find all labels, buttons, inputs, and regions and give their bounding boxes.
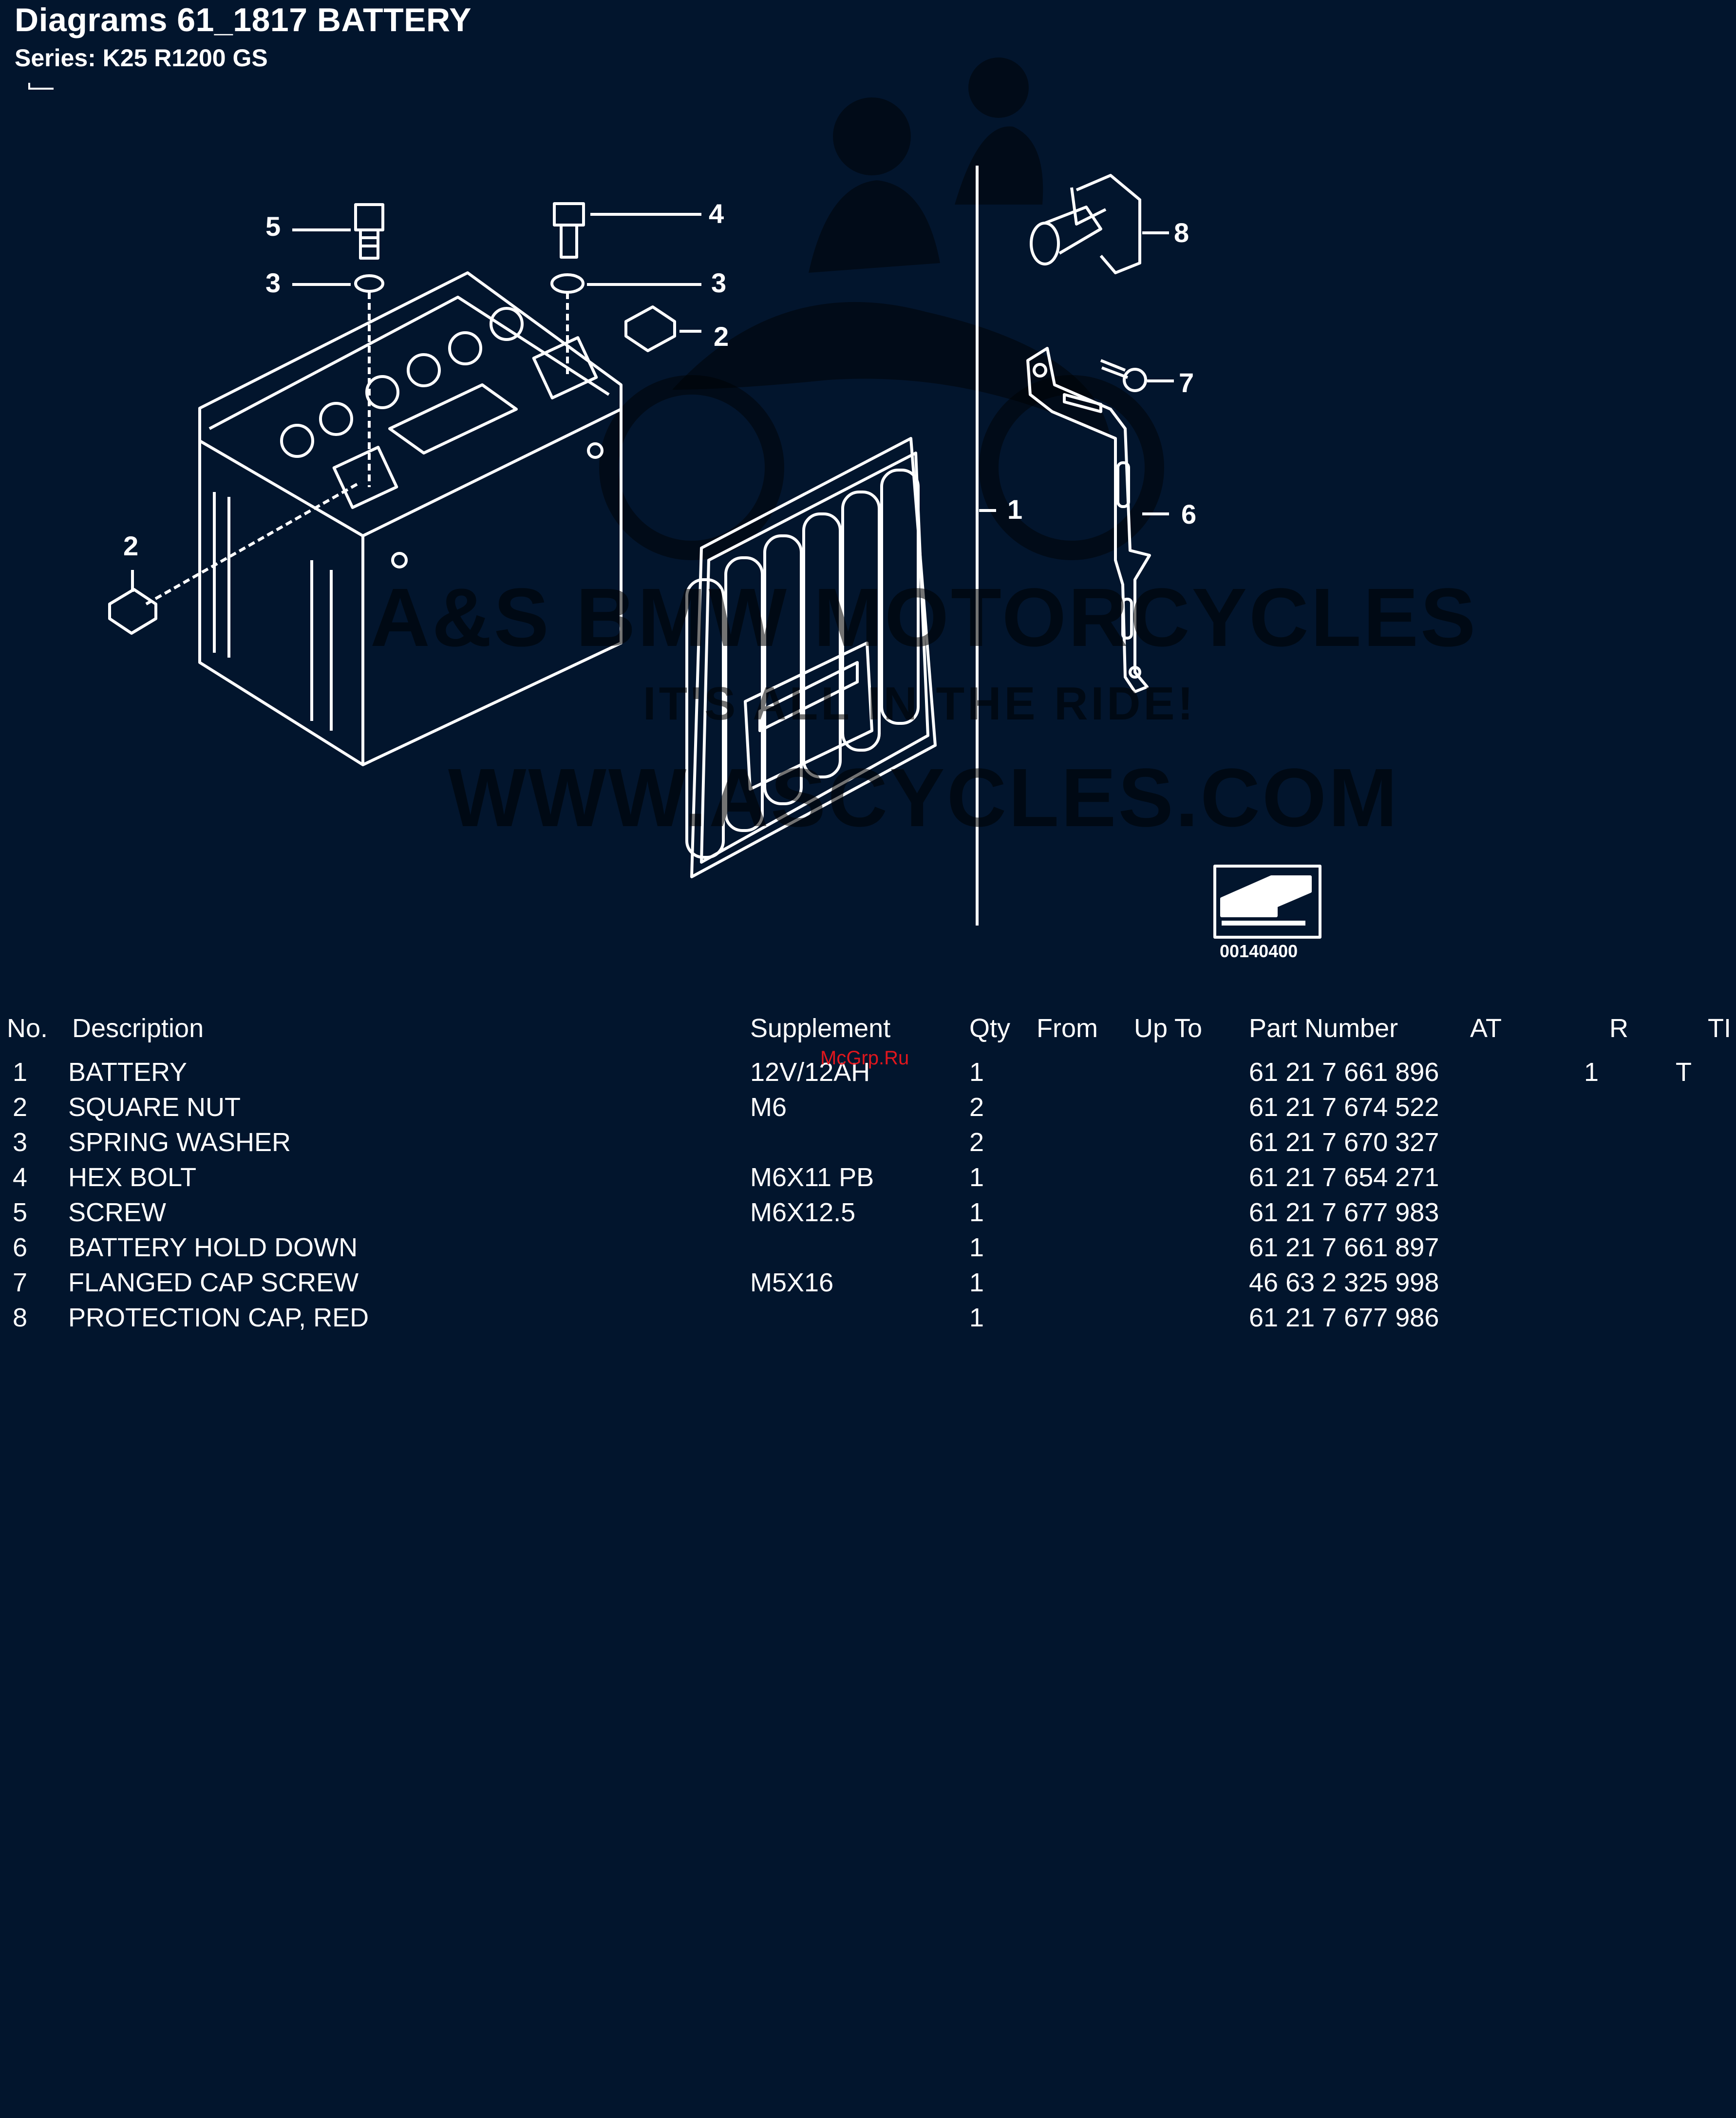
callout-4: 4	[709, 198, 724, 229]
watermark-logo	[599, 57, 1164, 560]
overlay-credit: McGrp.Ru	[820, 1047, 909, 1069]
line-art	[108, 166, 1321, 939]
row-no: 7	[13, 1268, 28, 1297]
callout-2-right: 2	[714, 321, 729, 352]
callout-7: 7	[1179, 367, 1194, 398]
battery-hold-down-6	[1026, 347, 1169, 693]
row-no: 4	[13, 1163, 28, 1192]
col-up-to: Up To	[1134, 1014, 1203, 1043]
row-part-number: 61 21 7 670 327	[1249, 1128, 1439, 1157]
col-at: AT	[1470, 1014, 1502, 1043]
row-no: 3	[13, 1128, 28, 1157]
callout-8: 8	[1174, 217, 1189, 248]
row-qty: 1	[969, 1198, 984, 1227]
series-label: Series: K25 R1200 GS	[15, 44, 268, 72]
row-part-number: 61 21 7 677 983	[1249, 1198, 1439, 1227]
washer-3-right	[550, 273, 585, 294]
square-nut-2-left	[108, 588, 157, 635]
row-supplement: M6	[750, 1093, 787, 1122]
row-supplement: M6X12.5	[750, 1198, 856, 1227]
callout-3-left: 3	[265, 267, 281, 298]
screw-5	[354, 203, 384, 260]
image-code: 00140400	[1220, 941, 1298, 961]
col-part-number: Part Number	[1249, 1014, 1398, 1043]
table-row[interactable]: 2 SQUARE NUT M6 2 61 21 7 674 522	[0, 1092, 1736, 1127]
diagram-drawing: 5 3 4 3 2 2 8 7 1 6	[108, 57, 1321, 939]
row-description: BATTERY HOLD DOWN	[68, 1233, 358, 1262]
table-row[interactable]: 1 BATTERY 12V/12AH 1 61 21 7 661 896 1 T	[0, 1057, 1736, 1092]
row-part-number: 46 63 2 325 998	[1249, 1268, 1439, 1297]
hex-bolt-4	[553, 202, 585, 259]
flanged-cap-screw-7	[1100, 359, 1174, 392]
col-no: No.	[7, 1014, 48, 1043]
row-part-number: 61 21 7 661 896	[1249, 1058, 1439, 1087]
callout-3-right: 3	[711, 267, 726, 298]
table-row[interactable]: 3 SPRING WASHER 2 61 21 7 670 327	[0, 1127, 1736, 1162]
table-row[interactable]: 4 HEX BOLT M6X11 PB 1 61 21 7 654 271	[0, 1162, 1736, 1197]
col-description: Description	[72, 1014, 204, 1043]
row-qty: 2	[969, 1128, 984, 1157]
row-no: 8	[13, 1303, 28, 1332]
battery	[198, 271, 623, 766]
col-from: From	[1037, 1014, 1098, 1043]
row-description: SPRING WASHER	[68, 1128, 291, 1157]
row-supplement: M6X11 PB	[750, 1163, 874, 1192]
row-qty: 1	[969, 1163, 984, 1192]
watermark-slogan: IT'S ALL IN THE RIDE!	[643, 678, 1196, 730]
row-part-number: 61 21 7 677 986	[1249, 1303, 1439, 1332]
row-no: 1	[13, 1058, 28, 1087]
callout-5: 5	[265, 211, 281, 242]
callout-2-left: 2	[123, 530, 138, 561]
row-qty: 1	[969, 1058, 984, 1087]
row-no: 5	[13, 1198, 28, 1227]
row-part-number: 61 21 7 661 897	[1249, 1233, 1439, 1262]
row-description: SQUARE NUT	[68, 1093, 241, 1122]
row-ti: T	[1676, 1058, 1692, 1087]
corner-mark	[28, 83, 54, 90]
row-description: SCREW	[68, 1198, 166, 1227]
callout-6: 6	[1181, 499, 1196, 530]
washer-3-left	[354, 274, 384, 293]
table-row[interactable]: 8 PROTECTION CAP, RED 1 61 21 7 677 986	[0, 1303, 1736, 1338]
page-title: Diagrams 61_1817 BATTERY	[15, 1, 472, 38]
row-description: FLANGED CAP SCREW	[68, 1268, 359, 1297]
row-qty: 1	[969, 1233, 984, 1262]
image-reference-icon	[1213, 865, 1321, 939]
row-description: BATTERY	[68, 1058, 188, 1087]
table-header: No. Description Supplement Qty From Up T…	[0, 1013, 1736, 1057]
row-supplement: M5X16	[750, 1268, 834, 1297]
row-part-number: 61 21 7 654 271	[1249, 1163, 1439, 1192]
watermark-url: WWW.ASCYCLES.COM	[448, 752, 1399, 844]
row-qty: 1	[969, 1303, 984, 1332]
row-qty: 1	[969, 1268, 984, 1297]
table-row[interactable]: 6 BATTERY HOLD DOWN 1 61 21 7 661 897	[0, 1232, 1736, 1267]
row-part-number: 61 21 7 674 522	[1249, 1093, 1439, 1122]
row-description: PROTECTION CAP, RED	[68, 1303, 369, 1332]
col-supplement: Supplement	[750, 1014, 891, 1043]
table-row[interactable]: 7 FLANGED CAP SCREW M5X16 1 46 63 2 325 …	[0, 1267, 1736, 1303]
row-r: 1	[1584, 1058, 1599, 1087]
parts-table: No. Description Supplement Qty From Up T…	[0, 1013, 1736, 1338]
col-qty: Qty	[969, 1014, 1011, 1043]
col-ti: TI	[1708, 1014, 1731, 1043]
row-no: 2	[13, 1093, 28, 1122]
row-qty: 2	[969, 1093, 984, 1122]
row-description: HEX BOLT	[68, 1163, 197, 1192]
row-no: 6	[13, 1233, 28, 1262]
table-row[interactable]: 5 SCREW M6X12.5 1 61 21 7 677 983	[0, 1197, 1736, 1232]
row-supplement: 12V/12AH	[750, 1058, 870, 1087]
square-nut-2-right	[624, 305, 676, 352]
callouts: 5 3 4 3 2 2 8 7 1 6	[123, 198, 1196, 561]
callout-1: 1	[1007, 494, 1022, 525]
parts-diagram: 5 3 4 3 2 2 8 7 1 6 A&S BMW MOTORCYCLES …	[0, 0, 1736, 984]
battery-accessory-pack	[685, 437, 937, 878]
col-r: R	[1609, 1014, 1628, 1043]
protection-cap-8	[1030, 174, 1169, 274]
watermark-name: A&S BMW MOTORCYCLES	[370, 571, 1478, 664]
